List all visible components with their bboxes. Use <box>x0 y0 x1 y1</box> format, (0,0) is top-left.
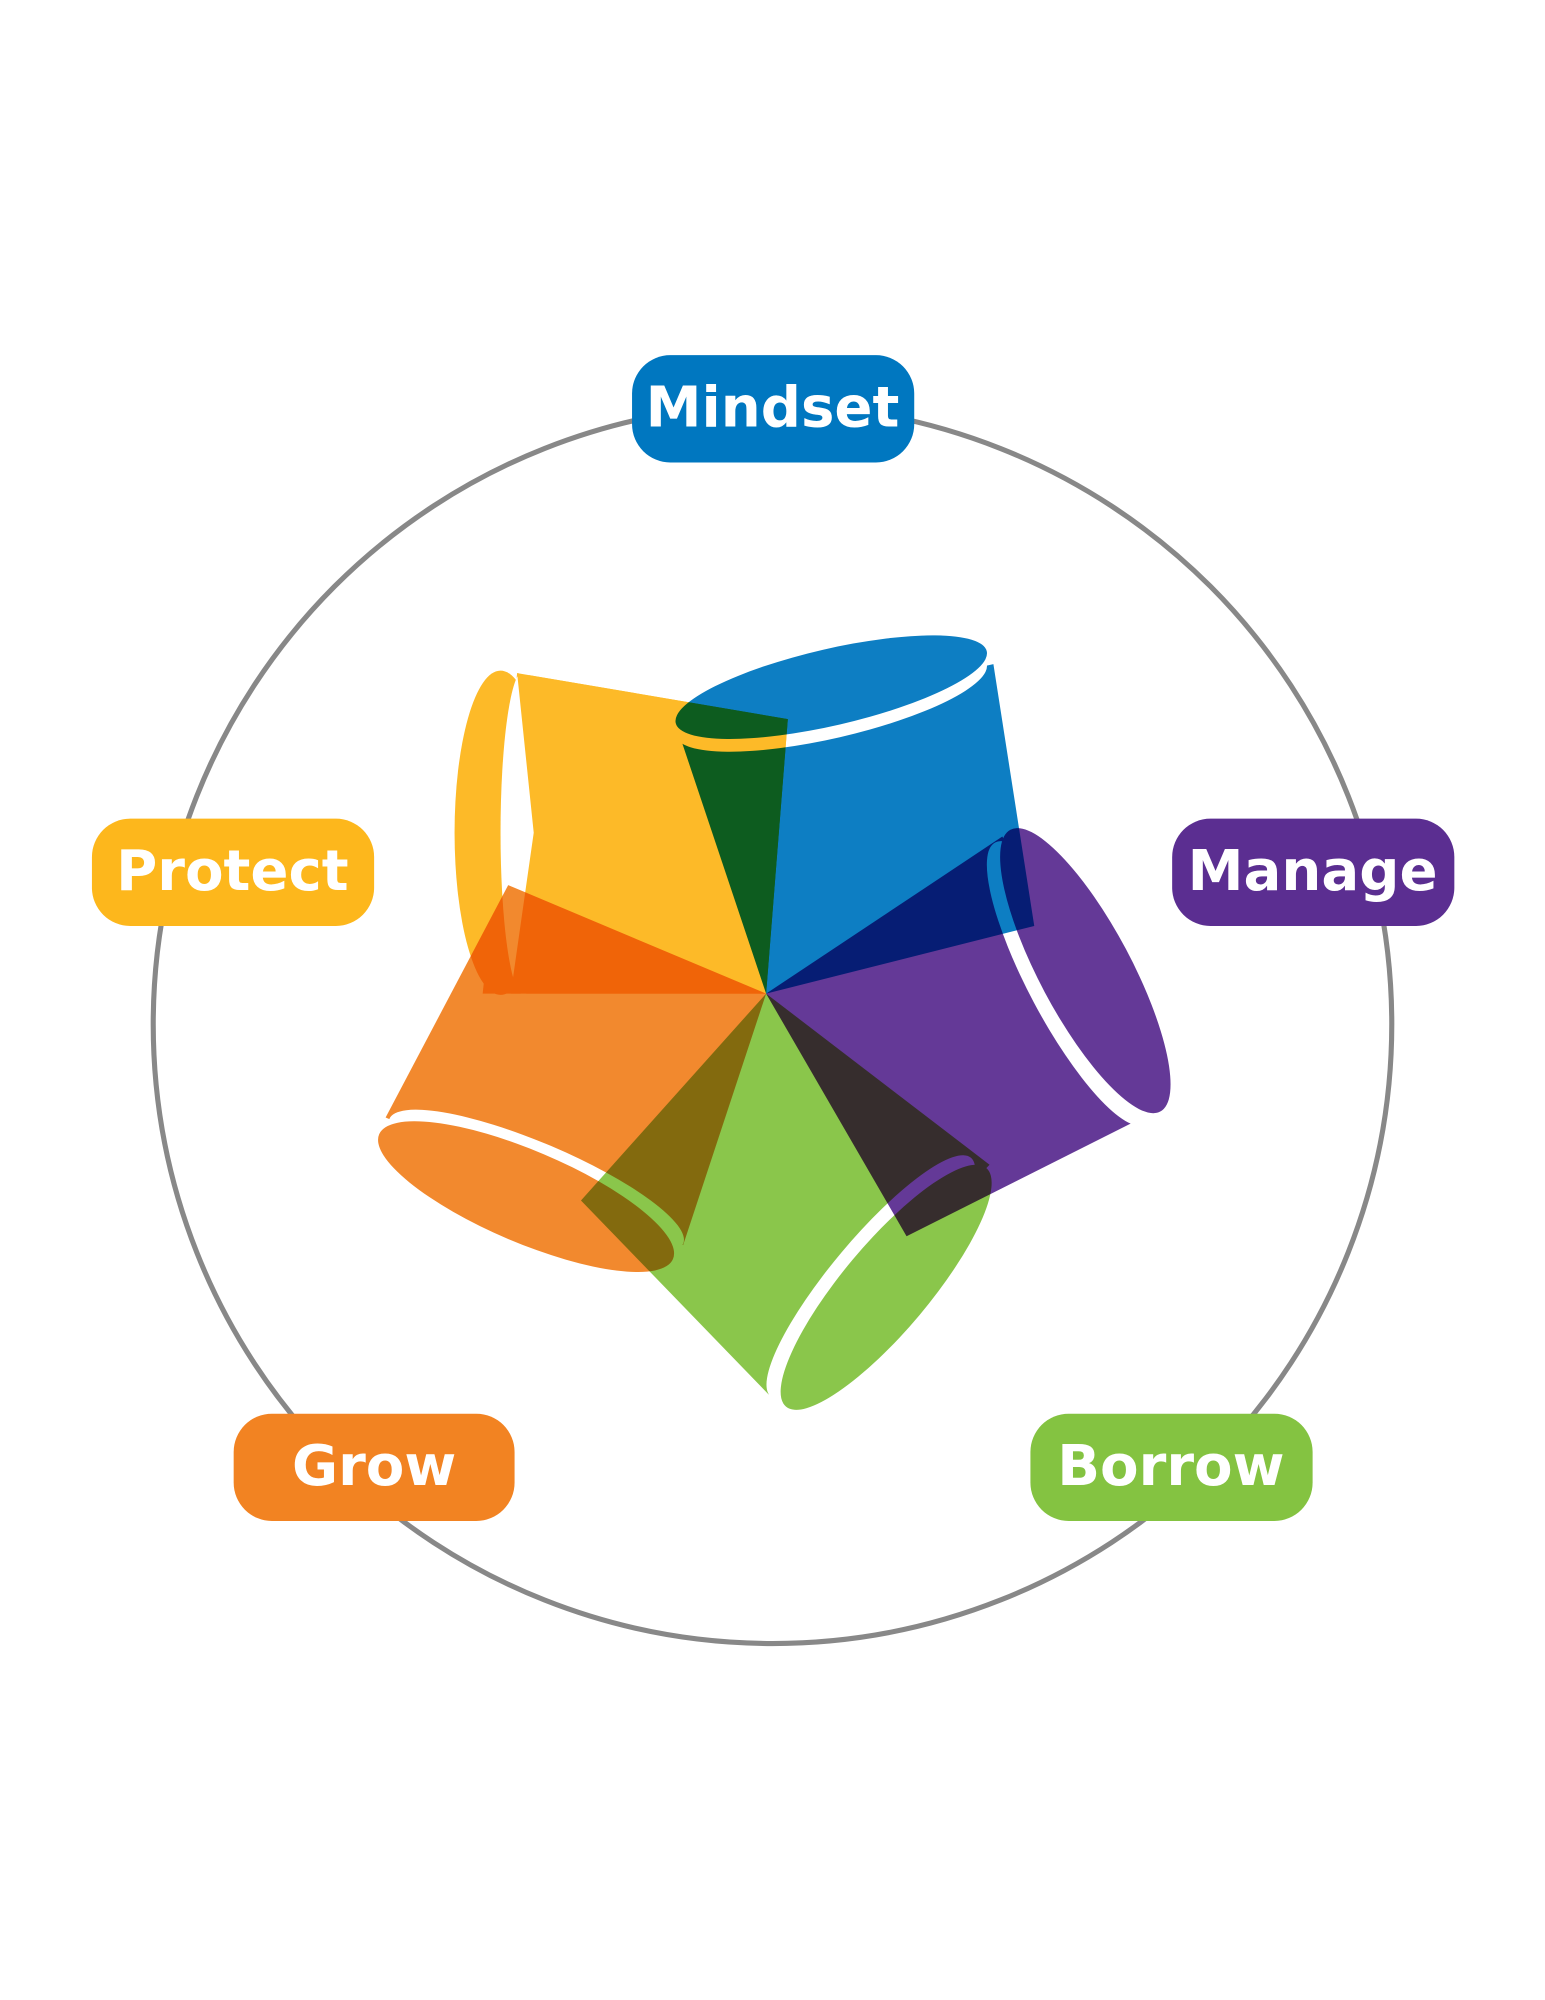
label-protect-text: Protect <box>116 839 349 904</box>
label-borrow-text: Borrow <box>1057 1434 1284 1499</box>
label-grow-text: Grow <box>292 1434 456 1499</box>
label-protect[interactable]: Protect <box>91 818 375 926</box>
label-borrow[interactable]: Borrow <box>1030 1413 1313 1521</box>
label-mindset-text: Mindset <box>646 376 900 441</box>
label-grow[interactable]: Grow <box>233 1413 515 1521</box>
label-manage[interactable]: Manage <box>1172 818 1455 926</box>
label-mindset[interactable]: Mindset <box>632 355 915 463</box>
cylinder-cluster <box>378 635 1171 1410</box>
grow-cylinder <box>378 885 767 1272</box>
label-manage-text: Manage <box>1188 839 1438 904</box>
